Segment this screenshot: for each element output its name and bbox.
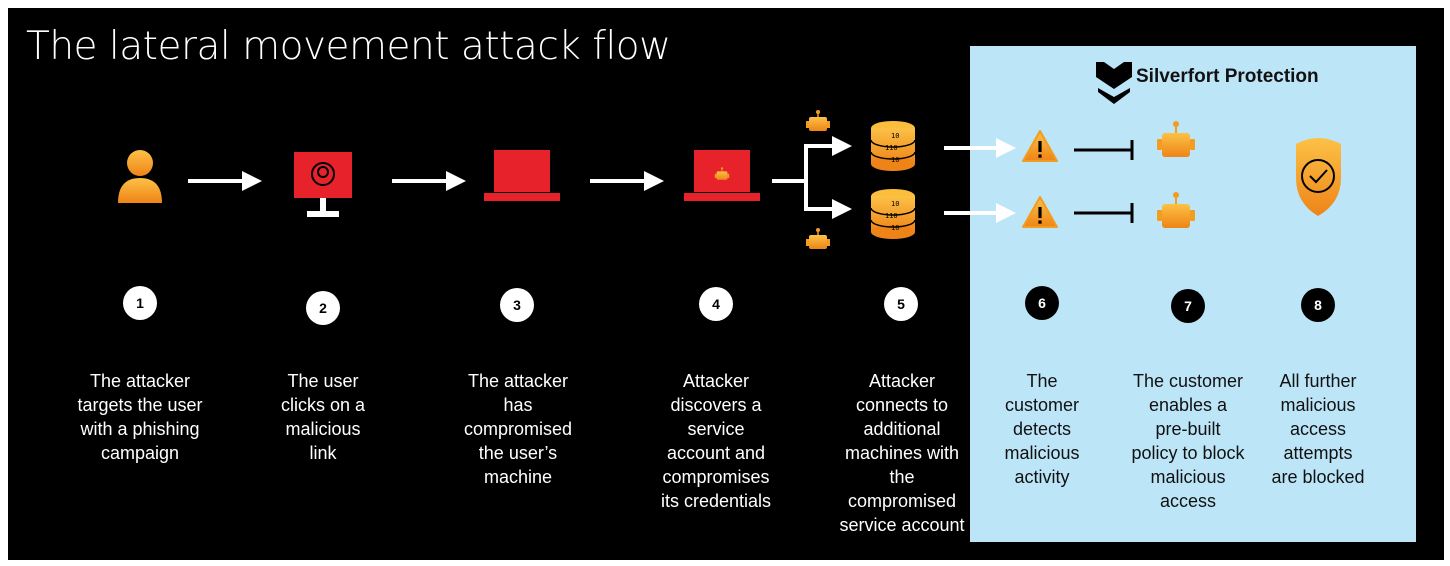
laptop-icon [484, 150, 560, 201]
step-number: 2 [306, 291, 340, 325]
step-number: 4 [699, 287, 733, 321]
laptop-robot-icon [684, 150, 760, 201]
step-description: The attacker targets the user with a phi… [77, 371, 203, 463]
step-number: 5 [884, 287, 918, 321]
warning-icon [1022, 130, 1058, 162]
robot-icon [1156, 120, 1196, 158]
step-description: All further malicious access attempts ar… [1271, 371, 1365, 487]
step-number: 3 [500, 288, 534, 322]
database-icon [870, 120, 916, 172]
robot-icon [1156, 191, 1196, 229]
protection-title: Silverfort Protection [1136, 66, 1319, 87]
step-description: The attacker has compromised the user’s … [463, 371, 573, 487]
robot-icon [805, 109, 831, 132]
block-connector [1074, 140, 1134, 223]
diagram-title: The lateral movement attack flow [26, 24, 671, 69]
database-icon [870, 188, 916, 240]
step-number: 6 [1025, 286, 1059, 320]
step-description: The customer detects malicious activity [1004, 371, 1080, 487]
step-description: The user clicks on a malicious link [280, 371, 366, 463]
shield-check-icon [1296, 138, 1341, 216]
silverfort-logo-icon [1096, 62, 1132, 104]
step-description: Attacker connects to additional machines… [839, 371, 965, 535]
step-number: 1 [123, 286, 157, 320]
step-number: 7 [1171, 289, 1205, 323]
step-number: 8 [1301, 288, 1335, 322]
monitor-phishing-icon [294, 152, 352, 217]
step-description: Attacker discovers a service account and… [660, 371, 772, 511]
warning-icon [1022, 196, 1058, 228]
branch-arrows [772, 136, 852, 219]
robot-icon [805, 227, 831, 250]
step-description: The customer enables a pre-built policy … [1131, 371, 1245, 511]
user-icon [118, 150, 162, 203]
